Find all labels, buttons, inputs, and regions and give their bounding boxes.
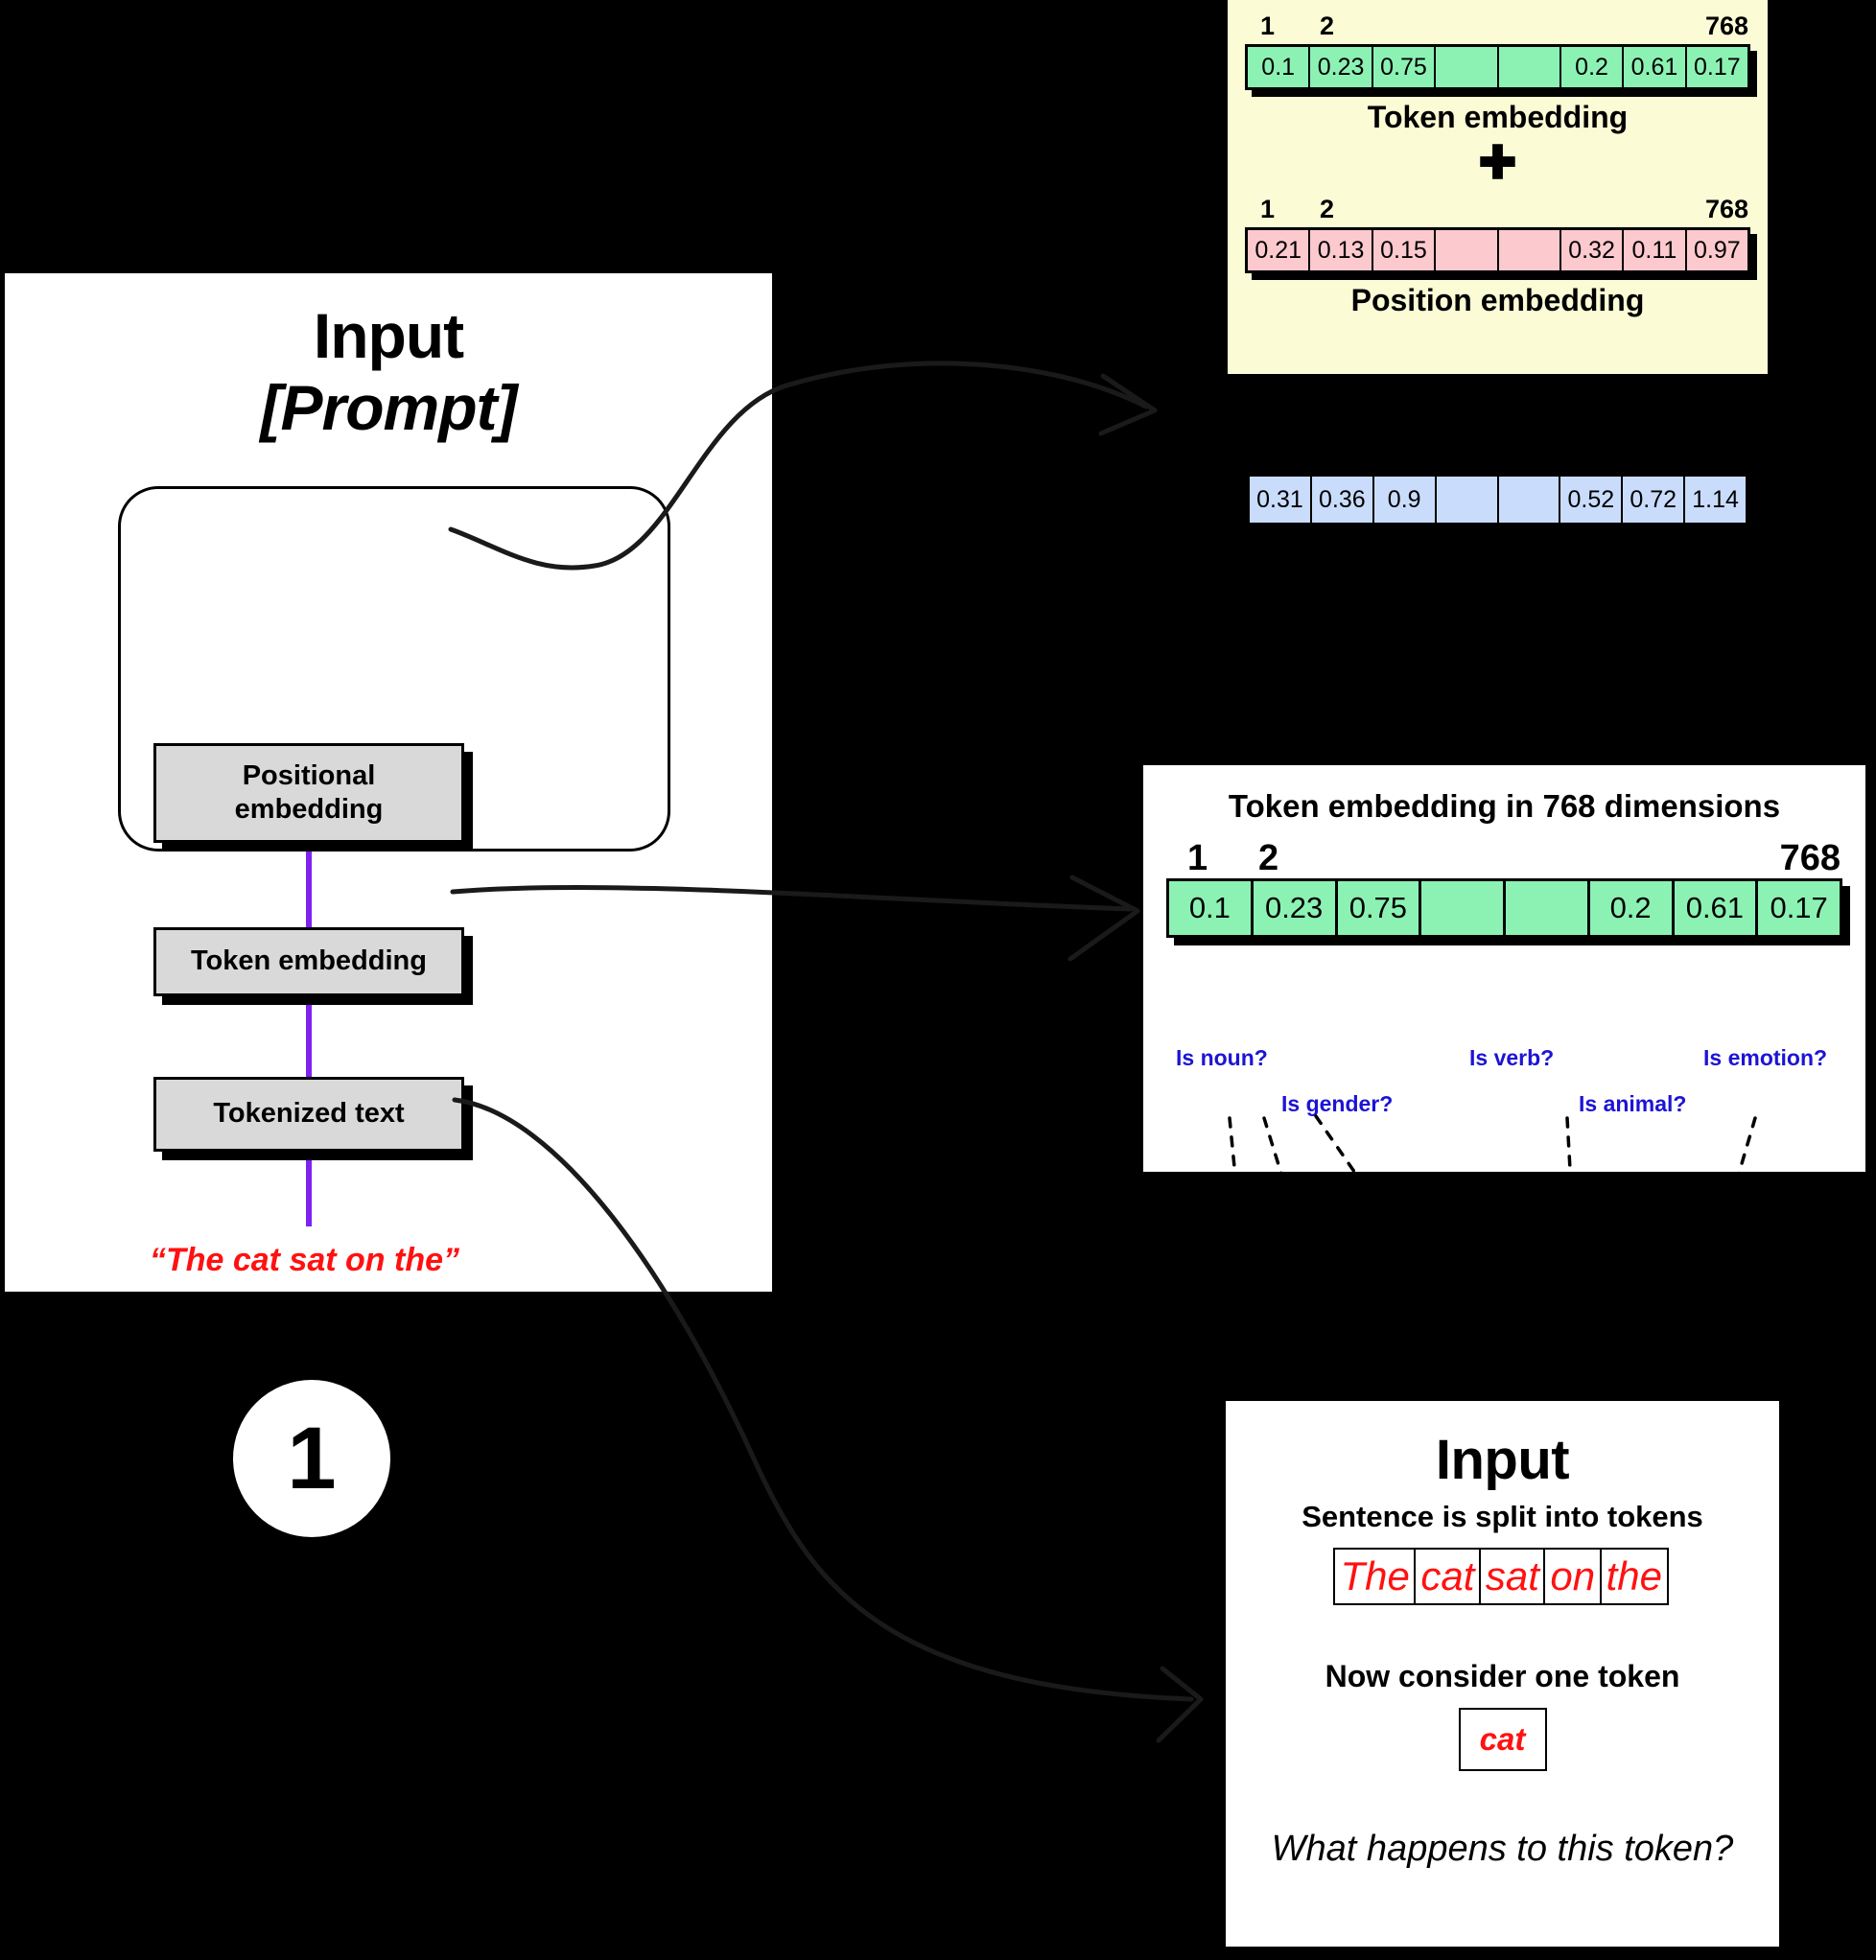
dim-pointer-arrowheads	[1232, 1204, 1735, 1321]
dims-embedding-cell-4	[1421, 881, 1506, 935]
step-badge-ring: 1	[227, 1374, 396, 1543]
index-first: 1	[1260, 12, 1276, 40]
token-embedding-cell-4	[1436, 47, 1499, 87]
token-box-5: the	[1599, 1548, 1670, 1605]
summed-embedding-cell-6: 0.52	[1560, 477, 1624, 523]
index-last: 768	[1779, 838, 1841, 878]
dims-embedding-cell-5	[1506, 881, 1590, 935]
position-embedding-cell-8: 0.97	[1686, 230, 1747, 270]
token-box-1: The	[1333, 1548, 1417, 1605]
index-second: 2	[1320, 195, 1335, 223]
summed-embedding-cell-4	[1436, 477, 1499, 523]
connector-line-3	[306, 1146, 312, 1226]
connector-line-2	[306, 991, 312, 1079]
title-line-prompt: [Prompt]	[260, 372, 518, 444]
prompt-sentence: “The cat sat on the”	[149, 1242, 460, 1278]
token-embedding-cell-8: 0.17	[1686, 47, 1747, 87]
step-number-label: 1	[287, 1410, 337, 1507]
block-token-embedding-label: Token embedding	[191, 945, 427, 977]
block-tokenized-text[interactable]: Tokenized text	[153, 1077, 464, 1152]
token-embedding-cell-3: 0.75	[1372, 47, 1437, 87]
index-last: 768	[1704, 195, 1748, 223]
summed-embedding-cell-8: 1.14	[1685, 477, 1746, 523]
block-token-embedding[interactable]: Token embedding	[153, 927, 464, 996]
summed-embedding-cell-2: 0.36	[1311, 477, 1374, 523]
position-embedding-cell-1: 0.21	[1248, 230, 1311, 270]
dims-embedding-cell-8: 0.17	[1758, 881, 1840, 935]
index-second: 2	[1320, 12, 1335, 40]
index-first: 1	[1187, 838, 1208, 878]
position-embedding-cell-2: 0.13	[1310, 230, 1373, 270]
single-token-wrap: cat	[1226, 1708, 1779, 1771]
position-embedding-caption: Position embedding	[1350, 283, 1645, 317]
token-box-4: on	[1543, 1548, 1603, 1605]
input-panel-subtitle-2: Now consider one token	[1325, 1659, 1680, 1693]
token-embedding-caption: Token embedding	[1367, 100, 1629, 134]
token-embedding-cell-6: 0.2	[1560, 47, 1625, 87]
summed-embedding-cell-7: 0.72	[1623, 477, 1686, 523]
position-embedding-cell-5	[1498, 230, 1561, 270]
dims-embedding-cell-6: 0.2	[1589, 881, 1675, 935]
dims-embedding-cell-7: 0.61	[1674, 881, 1759, 935]
index-second: 2	[1258, 838, 1279, 878]
token-embedding-cell-7: 0.61	[1624, 47, 1687, 87]
dims-embedding-cell-2: 0.23	[1253, 881, 1338, 935]
token-embedding-cell-5	[1498, 47, 1561, 87]
token-embedding-index-row: 1 2 768	[1245, 12, 1750, 44]
token-box-2: cat	[1414, 1548, 1482, 1605]
summed-embedding-cell-5	[1498, 477, 1561, 523]
token-embedding-cell-2: 0.23	[1310, 47, 1373, 87]
token-embedding-cell-1: 0.1	[1248, 47, 1311, 87]
input-panel-title: Input	[1435, 1429, 1570, 1491]
single-token-box: cat	[1458, 1708, 1547, 1771]
step-number-badge: 1	[227, 1374, 404, 1551]
position-embedding-cell-4	[1436, 230, 1499, 270]
connector-line-1	[306, 837, 312, 929]
index-first: 1	[1260, 195, 1276, 223]
plus-icon: ✚	[1478, 138, 1517, 189]
summed-embedding-cell-3: 0.9	[1373, 477, 1437, 523]
dim-label-is-noun: Is noun?	[1176, 1045, 1268, 1070]
dims-panel-title: Token embedding in 768 dimensions	[1228, 788, 1781, 824]
dim-label-is-gender: Is gender?	[1281, 1091, 1394, 1116]
dims-embedding-cell-1: 0.1	[1169, 881, 1254, 935]
summed-embedding-cell-1: 0.31	[1250, 477, 1312, 523]
position-embedding-cell-6: 0.32	[1560, 230, 1625, 270]
position-embedding-index-row: 1 2 768	[1245, 195, 1750, 227]
input-panel-question: What happens to this token?	[1271, 1829, 1734, 1869]
token-box-3: sat	[1478, 1548, 1546, 1605]
page-title: Input [Prompt]	[5, 300, 772, 444]
index-last: 768	[1704, 12, 1748, 40]
position-embedding-cell-3: 0.15	[1372, 230, 1437, 270]
title-line-input: Input	[313, 300, 464, 371]
dim-label-is-animal: Is animal?	[1579, 1091, 1687, 1116]
block-tokenized-text-label: Tokenized text	[213, 1098, 405, 1130]
position-embedding-cell-7: 0.11	[1624, 230, 1687, 270]
input-panel-subtitle-1: Sentence is split into tokens	[1301, 1500, 1703, 1533]
dims-embedding-cell-3: 0.75	[1337, 881, 1422, 935]
token-embedding-dimensions-panel: Token embedding in 768 dimensions 1 2 76…	[1143, 765, 1865, 1172]
dim-label-is-emotion: Is emotion?	[1703, 1045, 1828, 1070]
dims-index-row: 1 2 768	[1166, 838, 1842, 878]
dim-label-is-verb: Is verb?	[1469, 1045, 1555, 1070]
